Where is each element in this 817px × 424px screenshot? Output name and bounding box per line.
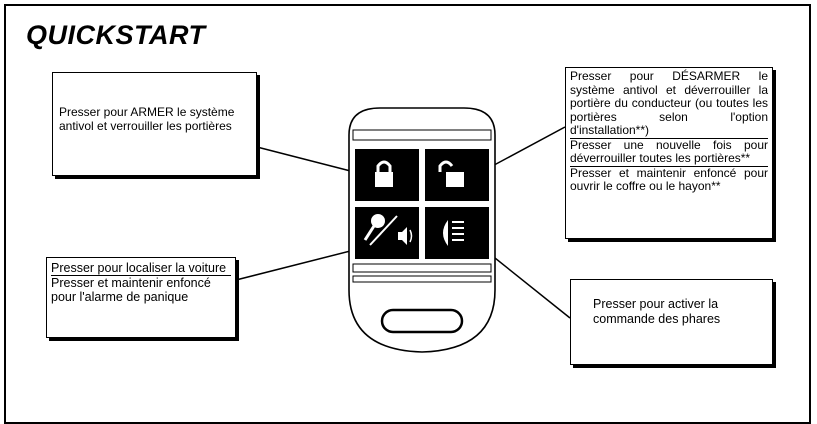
callout-separator <box>570 165 768 167</box>
callout-disarm-text-3: Presser et maintenir enfoncé pour ouvrir… <box>570 165 768 193</box>
headlight-icon <box>443 220 464 246</box>
unlock-icon <box>438 160 464 187</box>
callout-arm: Presser pour ARMER le système antivol et… <box>52 72 257 176</box>
locate-panic-icon <box>363 214 413 246</box>
callout-panic-text-1: Presser pour localiser la voiture <box>51 261 227 275</box>
callout-panic: Presser pour localiser la voiture Presse… <box>46 257 236 338</box>
lock-icon <box>375 160 393 187</box>
callout-panic-text-2: Presser et maintenir enfoncé pour l'alar… <box>51 276 211 304</box>
locate-button-bg[interactable] <box>355 207 419 259</box>
callout-lights-text: Presser pour activer la commande des pha… <box>593 297 721 326</box>
leader-line-panic <box>235 245 371 281</box>
callout-arm-text: Presser pour ARMER le système antivol et… <box>59 105 235 133</box>
remote-diagram <box>235 107 571 353</box>
remote-slot-2 <box>352 275 492 283</box>
callout-disarm-text-2: Presser une nouvelle fois pour déverroui… <box>570 137 768 165</box>
callout-lights: Presser pour activer la commande des pha… <box>570 279 773 365</box>
callout-disarm: Presser pour DÉSARMER le système antivol… <box>565 67 773 239</box>
callout-disarm-text-1: Presser pour DÉSARMER le système antivol… <box>570 69 768 137</box>
remote-slot-1 <box>352 263 492 273</box>
button-divider-h <box>355 201 489 207</box>
remote-top-slot <box>352 129 492 141</box>
page-title: QUICKSTART <box>26 20 206 50</box>
callout-separator <box>51 275 231 276</box>
keyring-hole <box>380 308 464 334</box>
callout-separator <box>570 137 768 139</box>
